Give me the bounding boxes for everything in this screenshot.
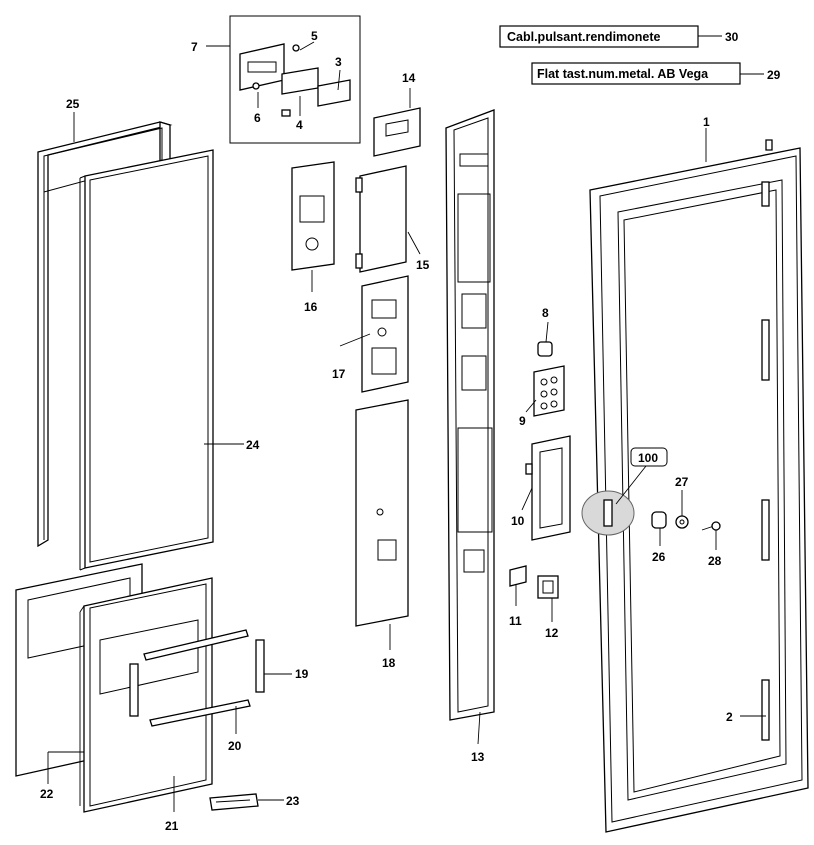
part-1-door	[589, 139, 809, 833]
callout-13: 13	[471, 750, 485, 764]
label-part-30: Cabl.pulsant.rendimonete	[499, 25, 699, 48]
part-10-coin-frame	[525, 435, 571, 541]
part-20-rails	[129, 629, 251, 727]
callout-11: 11	[509, 614, 522, 628]
part-24-panel	[79, 149, 214, 571]
part-28-key	[701, 521, 721, 531]
callout-21: 21	[165, 819, 179, 833]
callout-26: 26	[652, 550, 666, 564]
callout-10: 10	[511, 514, 525, 528]
part-14-bracket	[373, 107, 421, 157]
callout-28: 28	[708, 554, 722, 568]
part-17-frame-plate	[361, 275, 409, 393]
callout-12: 12	[545, 626, 559, 640]
leader-lines	[47, 35, 766, 812]
callout-14: 14	[402, 71, 416, 85]
callout-16: 16	[304, 300, 318, 314]
callout-15: 15	[416, 258, 430, 272]
part-23-nameplate	[209, 793, 259, 811]
part-19-bracket	[255, 639, 265, 693]
callout-17: 17	[332, 367, 346, 381]
callout-20: 20	[228, 739, 242, 753]
callout-3: 3	[335, 55, 342, 69]
callout-27: 27	[675, 475, 689, 489]
callout-5: 5	[311, 29, 318, 43]
callout-24: 24	[246, 438, 260, 452]
callout-1: 1	[703, 115, 710, 129]
callout-30: 30	[725, 30, 739, 44]
part-15-plate	[355, 165, 407, 273]
callout-22: 22	[40, 787, 54, 801]
callout-8: 8	[542, 306, 549, 320]
callout-6: 6	[254, 111, 261, 125]
label-part-29: Flat tast.num.metal. AB Vega	[531, 62, 741, 85]
part-26-cylinder	[651, 511, 667, 529]
part-12-coin-slot	[537, 575, 559, 599]
callout-19: 19	[295, 667, 309, 681]
callout-18: 18	[382, 656, 396, 670]
part-7-group	[229, 15, 361, 144]
callout-7: 7	[191, 40, 198, 54]
part-21-door-plate	[79, 577, 213, 813]
callout-9: 9	[519, 414, 526, 428]
part-18-long-plate	[355, 399, 409, 627]
callout-29: 29	[767, 68, 781, 82]
label-part-29-text: Flat tast.num.metal. AB Vega	[537, 67, 709, 81]
part-13-column	[445, 109, 495, 721]
part-27-washer	[675, 515, 689, 529]
callout-100-box: 100	[630, 447, 668, 467]
part-16-mount-plate	[291, 161, 335, 271]
part-25-rear-frame	[37, 121, 173, 548]
callout-4: 4	[296, 118, 303, 132]
part-8-button	[537, 341, 553, 357]
label-part-30-text: Cabl.pulsant.rendimonete	[507, 30, 661, 44]
callout-25: 25	[66, 97, 80, 111]
part-11-clip	[509, 565, 527, 587]
callout-100: 100	[638, 451, 658, 465]
callout-23: 23	[286, 794, 300, 808]
part-9-keypad	[533, 365, 565, 417]
part-100-lock-hole	[581, 490, 635, 536]
callout-2: 2	[726, 710, 733, 724]
callout-numbers: 1 2 3 4 5 6 7 8 9 10 11 12 13 14 15 16 1…	[40, 29, 781, 833]
